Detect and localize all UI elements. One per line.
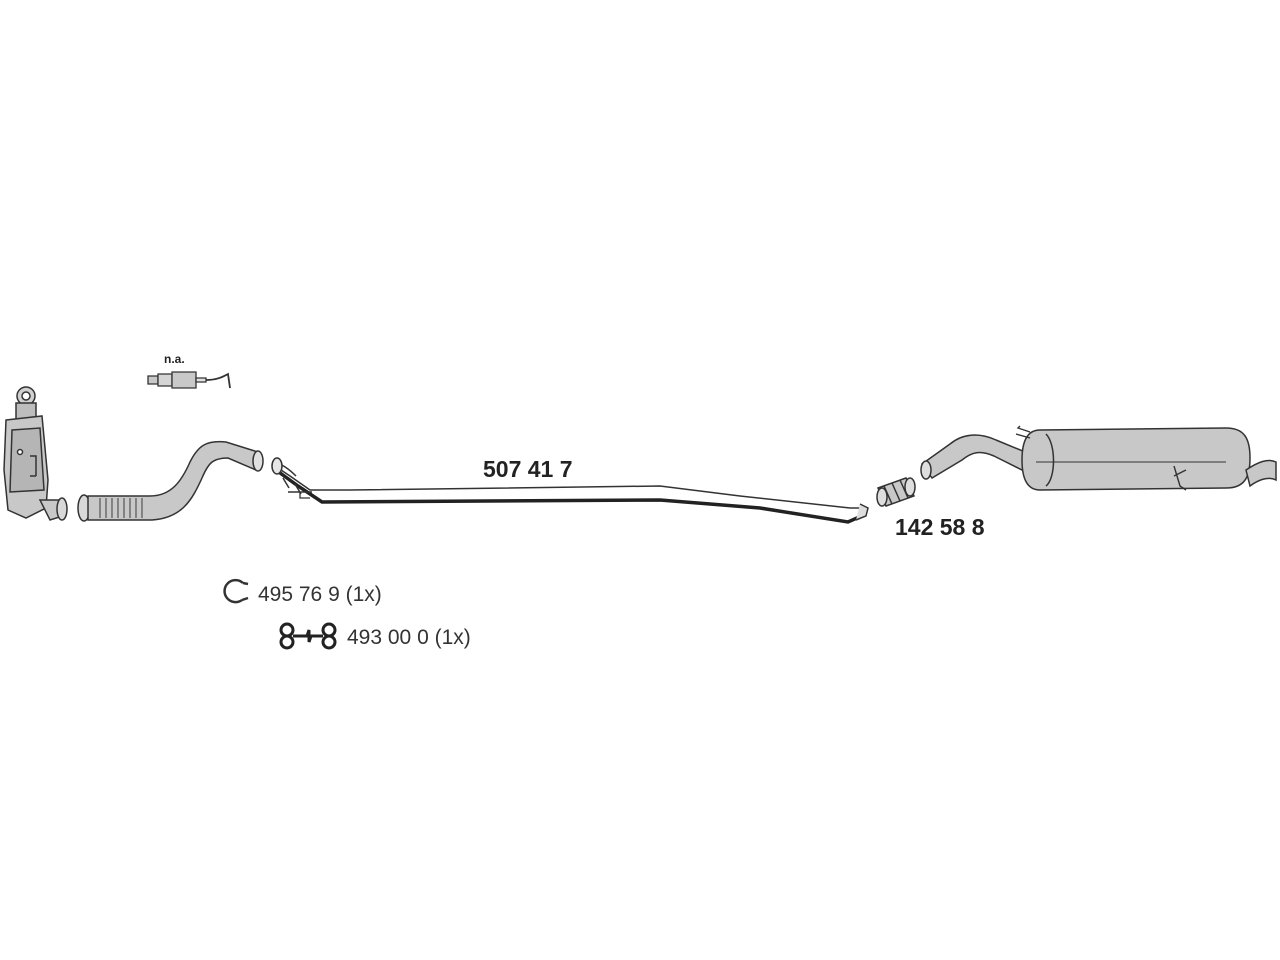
middle-pipe	[271, 457, 869, 524]
part-label-connector: 142 58 8	[895, 514, 985, 540]
sensor-note: n.a.	[164, 352, 185, 366]
legend-clamp-text: 495 76 9 (1x)	[258, 583, 382, 606]
legend-mount-text: 493 00 0 (1x)	[347, 626, 471, 649]
rubber-mount-icon	[279, 622, 337, 650]
rear-silencer	[920, 425, 1277, 491]
part-label-mid-pipe: 507 41 7	[483, 456, 573, 482]
pipe-connector	[876, 477, 916, 507]
lambda-sensor	[147, 371, 231, 389]
clamp-icon	[223, 578, 249, 604]
front-pipe	[77, 440, 264, 522]
catalytic-converter	[3, 386, 68, 521]
